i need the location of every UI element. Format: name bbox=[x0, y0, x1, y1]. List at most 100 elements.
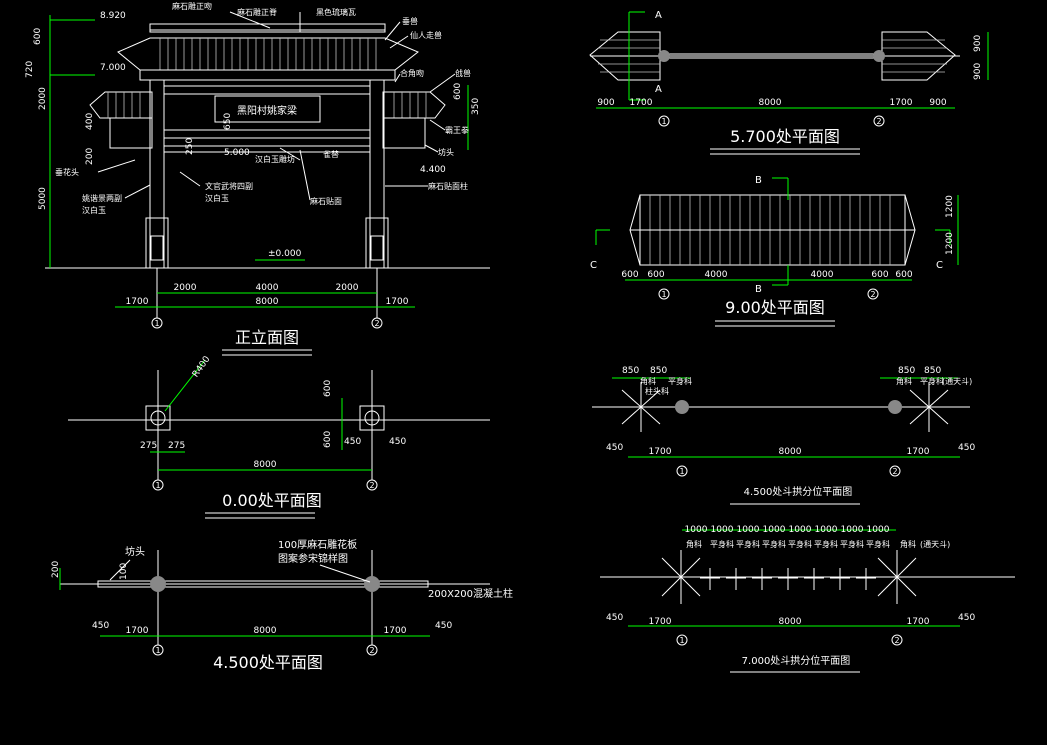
dim-label: 900 bbox=[973, 63, 983, 80]
svg-text:(通天斗): (通天斗) bbox=[942, 376, 972, 386]
dim-label: 600 bbox=[871, 270, 888, 280]
svg-text:2: 2 bbox=[374, 319, 379, 328]
dim-label: 4000 bbox=[256, 283, 279, 293]
elevation-labels: 麻石雕正吻 麻石雕正脊 黑色琉璃瓦 垂兽 仙人走兽 合角吻 戗兽 霸王拳 坊头 … bbox=[55, 1, 471, 215]
svg-text:坊头: 坊头 bbox=[438, 147, 454, 157]
svg-text:文官武将四副: 文官武将四副 bbox=[205, 181, 253, 191]
dim-label: 600 bbox=[895, 270, 912, 280]
dim-label: 450 bbox=[344, 437, 361, 447]
dim-label: 850 bbox=[622, 366, 639, 376]
plan-5700-title: 5.700处平面图 bbox=[730, 127, 840, 146]
dim-label: 850 bbox=[650, 366, 667, 376]
dim-label: 250 bbox=[185, 138, 195, 155]
dim-label: 450 bbox=[92, 621, 109, 631]
dim-label: 600 bbox=[323, 431, 333, 448]
dim-label: 1000 bbox=[815, 525, 838, 535]
plan-900-view: B B C C 600 600 4000 4000 600 600 1200 1… bbox=[590, 175, 959, 327]
dim-label: 850 bbox=[898, 366, 915, 376]
dim-label: 450 bbox=[389, 437, 406, 447]
cut-label: A bbox=[655, 84, 662, 95]
dim-label: 200 bbox=[51, 561, 61, 578]
svg-text:戗兽: 戗兽 bbox=[455, 68, 471, 78]
label-board: 100厚麻石雕花板 bbox=[278, 538, 357, 551]
dim-label: 4000 bbox=[811, 270, 834, 280]
svg-text:麻石雕正脊: 麻石雕正脊 bbox=[237, 7, 277, 17]
cut-label: C bbox=[590, 260, 597, 271]
dim-label: 1000 bbox=[867, 525, 890, 535]
plan-4500-title: 4.500处平面图 bbox=[213, 653, 323, 672]
svg-text:柱头科: 柱头科 bbox=[645, 386, 669, 396]
plan-4500-view: 坊头 100厚麻石雕花板 图案参宋锦样图 200X200混凝土柱 200 100… bbox=[51, 538, 513, 672]
dim-label: 720 bbox=[25, 61, 35, 78]
plan-900-title: 9.00处平面图 bbox=[725, 298, 825, 317]
dim-label: 1000 bbox=[763, 525, 786, 535]
svg-text:2: 2 bbox=[876, 117, 881, 126]
svg-text:平身科: 平身科 bbox=[668, 376, 692, 386]
dim-label: 4000 bbox=[705, 270, 728, 280]
dim-label: 350 bbox=[471, 98, 481, 115]
svg-text:(通天斗): (通天斗) bbox=[920, 539, 950, 549]
dim-label: 450 bbox=[958, 613, 975, 623]
dim-label: 1700 bbox=[126, 297, 149, 307]
bracket-4500-view: 850 850 850 850 角科 平身科 柱头科 角科 平身科 (通天斗) … bbox=[592, 366, 975, 505]
dim-label: 275 bbox=[140, 441, 157, 451]
level-top: 8.920 bbox=[100, 11, 126, 21]
dim-label: 1700 bbox=[907, 617, 930, 627]
svg-text:2: 2 bbox=[894, 636, 899, 645]
dim-label: 900 bbox=[929, 98, 946, 108]
dim-label: 2000 bbox=[38, 87, 48, 110]
dim-label: 450 bbox=[606, 613, 623, 623]
svg-text:角科: 角科 bbox=[900, 539, 916, 549]
plaque-text: 黑阳村姚家梁 bbox=[237, 104, 297, 117]
dim-label: 600 bbox=[323, 380, 333, 397]
dim-label: 275 bbox=[168, 441, 185, 451]
axis-marker bbox=[371, 317, 383, 329]
level-5000: 5.000 bbox=[224, 148, 250, 158]
svg-text:合角吻: 合角吻 bbox=[400, 68, 424, 78]
dim-label: 850 bbox=[924, 366, 941, 376]
svg-text:1: 1 bbox=[679, 636, 684, 645]
dim-label: 1700 bbox=[907, 447, 930, 457]
dim-label: 1700 bbox=[630, 98, 653, 108]
svg-text:平身科: 平身科 bbox=[920, 376, 944, 386]
dim-label: 1700 bbox=[649, 447, 672, 457]
svg-text:平身科: 平身科 bbox=[736, 539, 760, 549]
dim-label: 1200 bbox=[945, 232, 955, 255]
cut-label: B bbox=[755, 175, 762, 186]
plan-000-title: 0.00处平面图 bbox=[222, 491, 322, 510]
svg-text:麻石贴面柱: 麻石贴面柱 bbox=[428, 181, 468, 191]
svg-text:1: 1 bbox=[154, 319, 159, 328]
svg-text:平身科: 平身科 bbox=[840, 539, 864, 549]
dim-label: 100 bbox=[119, 563, 129, 580]
dim-label: 5000 bbox=[38, 187, 48, 210]
svg-text:角科: 角科 bbox=[686, 539, 702, 549]
svg-text:平身科: 平身科 bbox=[788, 539, 812, 549]
svg-text:平身科: 平身科 bbox=[710, 539, 734, 549]
svg-text:2: 2 bbox=[369, 646, 374, 655]
dim-label: 1000 bbox=[841, 525, 864, 535]
dim-label: 600 bbox=[647, 270, 664, 280]
svg-text:1: 1 bbox=[679, 467, 684, 476]
label-fangtou: 坊头 bbox=[125, 545, 145, 558]
svg-text:汉白玉雕坊: 汉白玉雕坊 bbox=[255, 154, 295, 164]
svg-text:角科: 角科 bbox=[640, 376, 656, 386]
dim-label: 900 bbox=[597, 98, 614, 108]
dim-label: 1200 bbox=[945, 195, 955, 218]
dim-label: 1700 bbox=[386, 297, 409, 307]
svg-text:2: 2 bbox=[870, 290, 875, 299]
dim-label: 8000 bbox=[759, 98, 782, 108]
plan-000-view: R400 275 275 600 600 450 450 8000 1 2 0.… bbox=[68, 354, 490, 519]
dim-label: 1700 bbox=[890, 98, 913, 108]
dim-label: 600 bbox=[621, 270, 638, 280]
axis-marker bbox=[151, 317, 163, 329]
dim-label: 1700 bbox=[126, 626, 149, 636]
label-column: 200X200混凝土柱 bbox=[428, 587, 513, 600]
bracket-4500-title: 4.500处斗拱分位平面图 bbox=[744, 485, 853, 498]
svg-text:垂花头: 垂花头 bbox=[55, 167, 79, 177]
svg-text:姚谐景两副: 姚谐景两副 bbox=[82, 193, 122, 203]
svg-text:仙人走兽: 仙人走兽 bbox=[410, 30, 442, 40]
dim-label: 1000 bbox=[789, 525, 812, 535]
dim-label: 8000 bbox=[779, 617, 802, 627]
dim-label: 450 bbox=[958, 443, 975, 453]
